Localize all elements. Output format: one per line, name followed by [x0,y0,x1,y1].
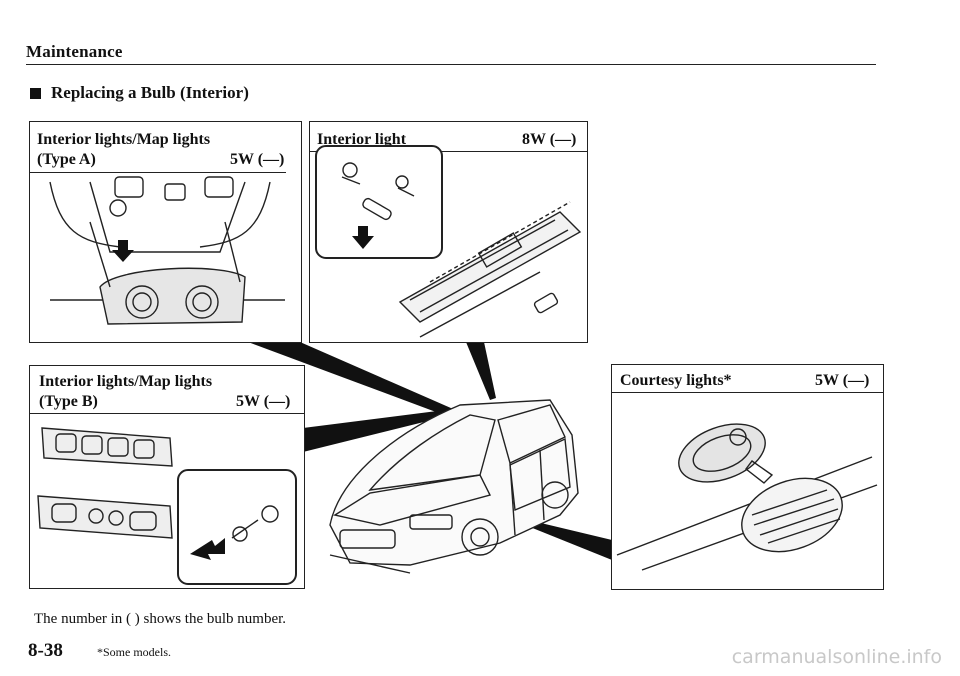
panel-type-b: Interior lights/Map lights (Type B) 5W (… [29,365,305,589]
page-number: 8-38 [28,640,63,661]
page-header-title: Maintenance [26,42,123,61]
wedge-type-a [248,342,460,418]
interior-light-illustration [315,145,582,338]
panel-type-b-label-2: (Type B) [39,393,98,410]
panel-type-a-watt: 5W (—) [230,151,285,168]
panel-courtesy-label: Courtesy lights* [620,372,732,389]
some-models-footnote: *Some models. [97,645,171,659]
wedge-interior [466,342,496,400]
panel-type-b-watt: 5W (—) [236,393,291,410]
panel-type-a-label-1: Interior lights/Map lights [37,131,211,148]
bullet-square-icon [30,87,41,99]
section-title: Replacing a Bulb (Interior) [26,83,249,103]
panel-interior-light: Interior light 8W (—) [309,121,588,343]
panel-type-a-label-2: (Type A) [37,151,96,168]
panel-type-a: Interior lights/Map lights (Type A) 5W (… [29,121,302,343]
header-divider [26,64,876,65]
panel-type-b-underline [30,413,304,414]
type-a-illustration [49,176,285,325]
minivan-illustration [329,399,579,574]
panel-courtesy-lights: Courtesy lights* 5W (—) [611,364,884,590]
panel-interior-label: Interior light [317,131,407,148]
panel-interior-underline [310,151,587,152]
wedge-type-b [303,410,445,452]
bulb-number-note: The number in ( ) shows the bulb number. [34,611,287,627]
panel-courtesy-watt: 5W (—) [815,372,870,389]
wedge-courtesy [520,518,612,560]
panel-courtesy-underline [612,392,883,393]
panel-interior-watt: 8W (—) [522,131,577,148]
panel-type-a-underline [30,172,286,173]
section-title-text: Replacing a Bulb (Interior) [51,83,249,102]
panel-type-b-label-1: Interior lights/Map lights [39,373,213,390]
type-b-illustration [37,427,297,585]
site-watermark: carmanualsonline.info [731,646,942,668]
courtesy-light-illustration [616,423,878,571]
